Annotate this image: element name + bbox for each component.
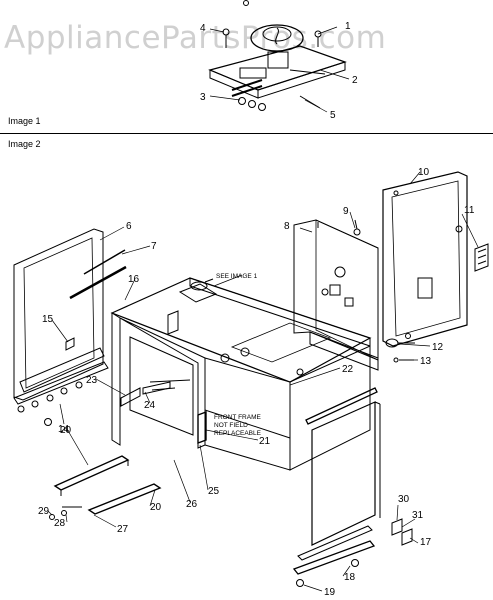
main-chassis (110, 277, 372, 471)
note-front-frame-line-3: REPLACEABLE (214, 430, 262, 437)
note-front-frame-line-2: NOT FIELD (214, 422, 248, 429)
callout-28: 28 (54, 518, 66, 529)
callout-9: 9 (343, 206, 349, 217)
section-label-image-2: Image 2 (8, 139, 41, 149)
section-divider (0, 133, 493, 134)
right-side-panel (292, 387, 413, 587)
callout-7: 7 (151, 241, 157, 252)
callout-27: 27 (117, 524, 129, 535)
callout-20-lower: 20 (150, 502, 162, 513)
callout-16: 16 (128, 274, 140, 285)
callout-18: 18 (344, 572, 356, 583)
callout-22: 22 (342, 364, 354, 375)
rear-panel (293, 219, 379, 371)
callout-8: 8 (284, 221, 290, 232)
callout-23: 23 (86, 375, 98, 386)
back-panel (382, 171, 489, 347)
section-label-image-1: Image 1 (8, 116, 41, 126)
small-parts-right (385, 338, 415, 363)
callout-26: 26 (186, 499, 198, 510)
callout-4: 4 (200, 23, 206, 34)
callout-24: 24 (144, 400, 156, 411)
callout-5: 5 (330, 110, 336, 121)
callout-30: 30 (398, 494, 410, 505)
callout-20-upper: 20 (60, 425, 72, 436)
callout-6: 6 (126, 221, 132, 232)
watermark: AppliancePartsPros.com (4, 20, 387, 56)
callout-14: 14 (58, 424, 70, 435)
top-control-reference (178, 278, 218, 303)
callout-10: 10 (418, 167, 430, 178)
callout-21: 21 (259, 436, 271, 447)
callout-2: 2 (352, 75, 358, 86)
callout-12: 12 (432, 342, 444, 353)
note-front-frame-line-1: FRONT FRAME (214, 414, 261, 421)
callout-1: 1 (345, 21, 351, 32)
callout-25: 25 (208, 486, 220, 497)
callout-11: 11 (464, 205, 475, 216)
note-see-image: SEE IMAGE 1 (216, 273, 258, 280)
callout-13: 13 (420, 356, 432, 367)
left-side-panel (13, 228, 127, 426)
callout-3: 3 (200, 92, 206, 103)
callout-15: 15 (42, 314, 54, 325)
lower-rails (49, 455, 162, 520)
callout-leaders (47, 26, 479, 592)
callout-31: 31 (412, 510, 424, 521)
image1-assembly (208, 0, 347, 111)
callout-19: 19 (324, 587, 336, 598)
callout-29: 29 (38, 506, 50, 517)
callout-17: 17 (420, 537, 432, 548)
